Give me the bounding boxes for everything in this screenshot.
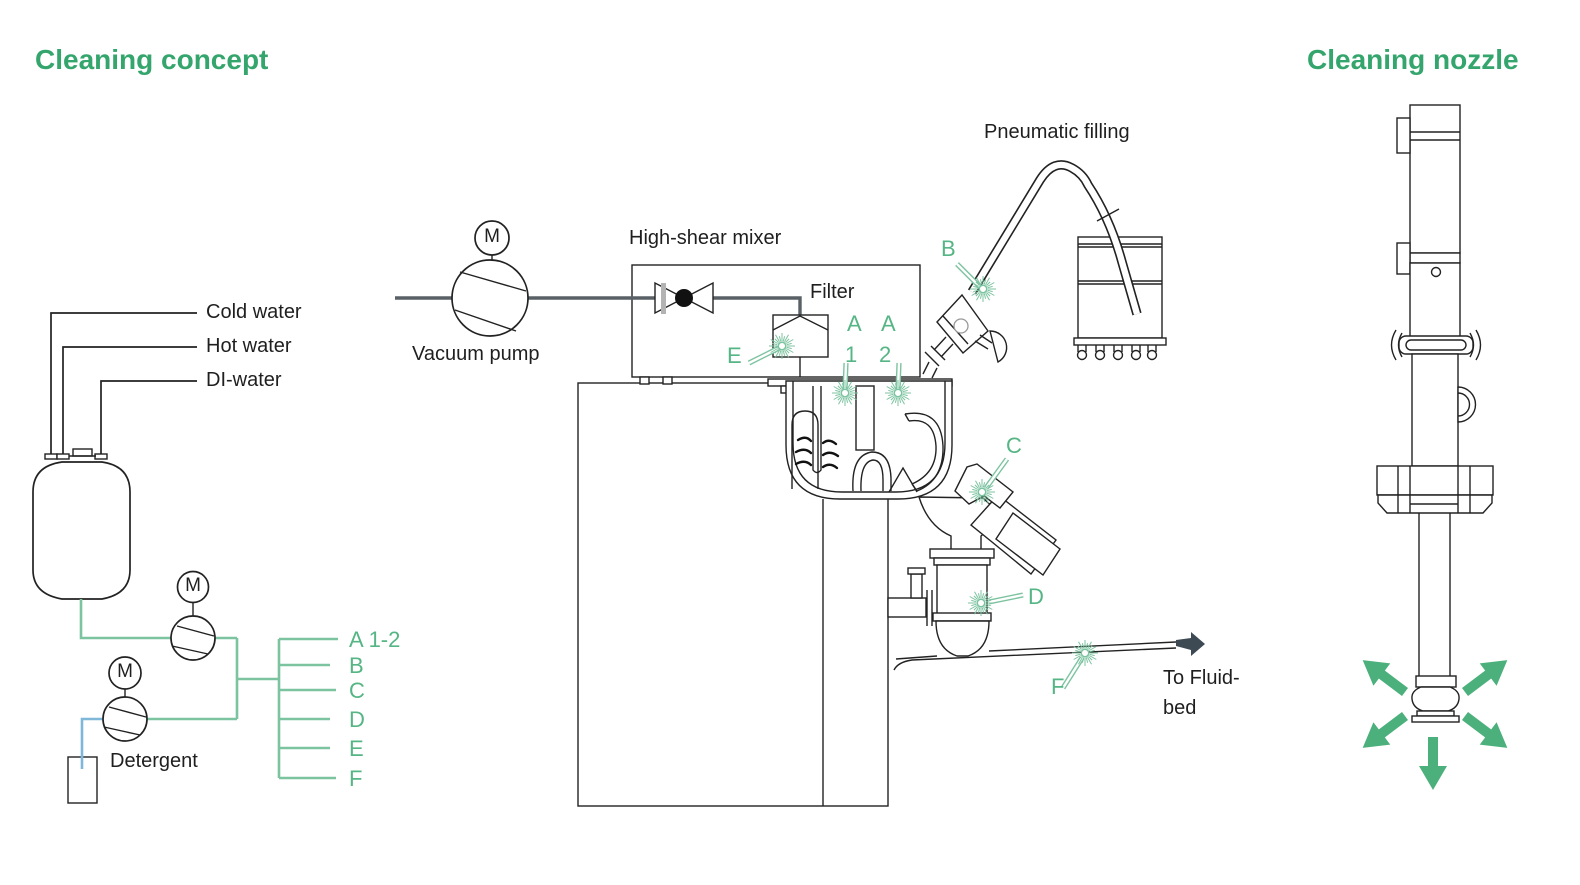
manifold-outlet-d: D — [349, 707, 365, 732]
vibration-collar — [1398, 335, 1474, 355]
nozzle-point-b: B — [941, 236, 956, 261]
water-supply-system — [32, 312, 338, 804]
water-tank — [32, 461, 131, 600]
to-fluid-bed-arrow — [1176, 632, 1205, 656]
side-pipe — [887, 597, 927, 618]
nozzle-point-a1-digit: 1 — [845, 342, 858, 367]
manifold-outlet-e: E — [349, 736, 364, 761]
discharge-assembly — [887, 463, 1061, 657]
pneumatic-filling-label: Pneumatic filling — [984, 121, 1130, 143]
cold-water-label: Cold water — [206, 301, 302, 323]
drum-cart — [1073, 337, 1167, 346]
motor-label: M — [484, 226, 500, 248]
vacuum-pump-symbol — [451, 259, 529, 337]
right-title: Cleaning nozzle — [1307, 44, 1519, 75]
to-fluid-bed-label-line1: To Fluid- — [1163, 667, 1240, 689]
pipe-flange — [44, 453, 58, 460]
wand-c — [983, 457, 1010, 490]
nozzle-point-f: F — [1051, 674, 1065, 699]
detergent-suction-line — [80, 717, 103, 769]
discharge-valve-body — [936, 564, 988, 616]
pneumatic-filling-system — [922, 160, 1167, 379]
transfer-pipe — [893, 641, 1177, 671]
filling-valve — [922, 293, 1008, 379]
left-title: Cleaning concept — [35, 44, 269, 75]
high-shear-mixer-label: High-shear mixer — [629, 227, 782, 249]
mounting-flange — [1376, 465, 1494, 496]
pipe-flange — [94, 453, 108, 460]
hot-water-label: Hot water — [206, 335, 292, 357]
nozzle-point-c: C — [1006, 433, 1022, 458]
to-fluid-bed-label-line2: bed — [1163, 697, 1197, 719]
di-water-label: DI-water — [206, 369, 282, 391]
inlet-valve — [654, 281, 714, 315]
tank-manhole — [72, 448, 93, 457]
mixing-vessel — [785, 380, 953, 500]
filter-label: Filter — [810, 281, 855, 303]
nozzle-head — [1411, 686, 1460, 712]
motor-label: M — [185, 575, 201, 597]
manifold-outlet-c: C — [349, 678, 365, 703]
nozzle-point-e: E — [727, 343, 742, 368]
pipe-flange — [56, 453, 70, 460]
cleaning-nozzle-figure — [1354, 104, 1516, 790]
valve-handle — [989, 330, 1008, 364]
vacuum-pump-label: Vacuum pump — [412, 343, 540, 365]
high-shear-mixer-unit — [395, 160, 1205, 807]
detergent-label: Detergent — [110, 750, 198, 772]
spray-nozzle-marks — [747, 262, 1099, 690]
wand-d — [988, 592, 1024, 605]
manifold-outlet-b: B — [349, 653, 364, 678]
manifold-outlet-a12: A 1-2 — [349, 627, 401, 652]
detergent-pump — [102, 656, 148, 742]
chopper-blades — [794, 436, 840, 470]
nozzle-knob — [1457, 386, 1477, 423]
vacuum-line — [395, 220, 802, 337]
nozzle-point-a1-letter: A — [847, 311, 862, 336]
water-pump — [170, 570, 216, 661]
wand-b — [955, 262, 982, 289]
burst-f — [1071, 639, 1099, 667]
nozzle-point-a2-digit: 2 — [879, 342, 892, 367]
motor-label: M — [117, 661, 133, 683]
nozzle-point-a2-letter: A — [881, 311, 896, 336]
nozzle-point-d: D — [1028, 584, 1044, 609]
manifold-outlet-f: F — [349, 766, 363, 791]
